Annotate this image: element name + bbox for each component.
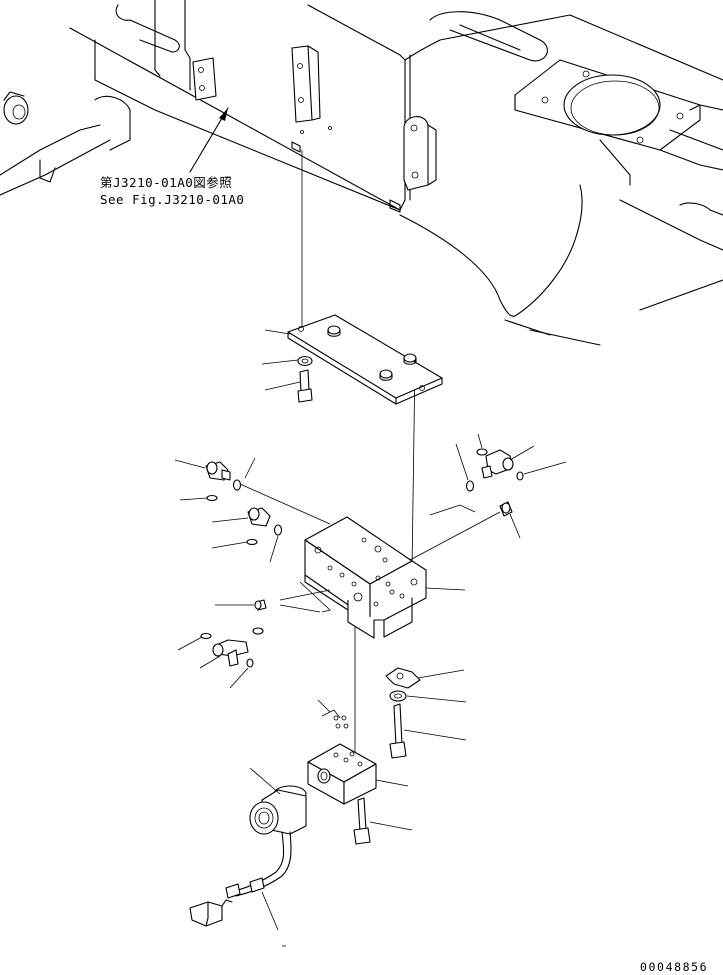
plate-bolt bbox=[297, 369, 313, 403]
o-ring-10 bbox=[516, 471, 524, 481]
o-ring-2 bbox=[206, 494, 218, 502]
solenoid-coil bbox=[249, 785, 307, 835]
o-ring-5 bbox=[200, 632, 212, 640]
elbow-fitting-upper-left bbox=[205, 461, 231, 481]
valve-block bbox=[279, 504, 476, 639]
small-washers-set bbox=[321, 709, 349, 729]
long-bolt-right bbox=[389, 703, 407, 759]
reference-label-japanese: 第J3210-01A0図参照 bbox=[100, 175, 233, 190]
connector-plug bbox=[189, 899, 233, 927]
bracket-clip bbox=[385, 667, 421, 689]
tee-fitting-right bbox=[481, 449, 514, 479]
o-ring-4 bbox=[246, 538, 258, 546]
chassis-frame bbox=[0, 0, 723, 346]
o-ring-3 bbox=[273, 524, 283, 536]
reference-arrow bbox=[189, 107, 229, 173]
mounting-plate bbox=[287, 314, 443, 405]
plate-washer bbox=[297, 355, 313, 367]
o-ring-8 bbox=[476, 448, 488, 456]
assembly-guide-lines bbox=[239, 150, 501, 760]
o-ring-6 bbox=[252, 627, 264, 635]
o-ring-9 bbox=[465, 480, 475, 492]
leader-lines bbox=[174, 329, 567, 947]
o-ring-1 bbox=[232, 479, 242, 491]
document-number: 00048856 bbox=[640, 960, 709, 974]
o-ring-7 bbox=[246, 658, 254, 668]
coil-wire-harness bbox=[225, 831, 292, 899]
tee-fitting-lower-left bbox=[212, 639, 249, 667]
sub-block bbox=[307, 743, 377, 805]
sub-block-bolt bbox=[353, 797, 371, 845]
reference-label-english: See Fig.J3210-01A0 bbox=[100, 192, 245, 207]
plug-left bbox=[254, 599, 267, 611]
plug-right bbox=[499, 501, 513, 517]
elbow-fitting-middle-left bbox=[247, 507, 271, 527]
lower-washer bbox=[389, 690, 407, 702]
